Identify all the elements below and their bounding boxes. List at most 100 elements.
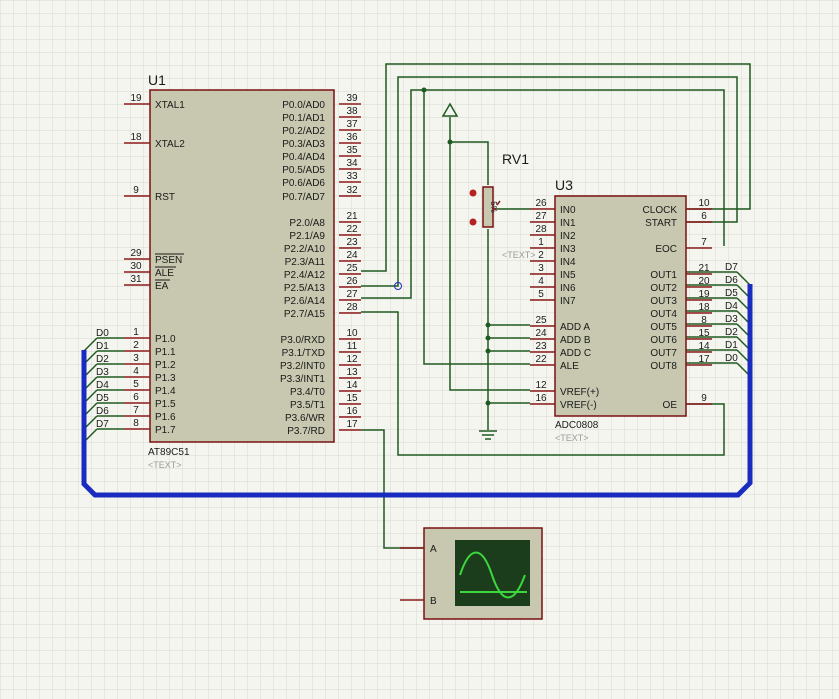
- u1-pin-5[interactable]: 5P1.4: [124, 379, 176, 397]
- u3-pin-name: OE: [663, 400, 678, 411]
- rv1-increase-button[interactable]: [469, 189, 477, 197]
- u3-pin-name: ADD B: [560, 335, 591, 346]
- rv1-body[interactable]: [482, 186, 494, 228]
- u3-pin-9[interactable]: 9OE: [663, 393, 712, 411]
- u1-pin-3[interactable]: 3P1.2: [124, 353, 176, 371]
- u1-pin-4[interactable]: 4P1.3: [124, 366, 176, 384]
- u3-pin-name: IN7: [560, 296, 576, 307]
- u3-pin-number: 27: [535, 211, 547, 222]
- u3-adc[interactable]: U3 ADC0808 <TEXT> 26IN027IN128IN21IN32IN…: [530, 177, 712, 443]
- u1-pin-name: P1.7: [155, 425, 176, 436]
- rv1-potentiometer[interactable]: RV1 5% <TEXT>: [469, 151, 536, 260]
- u1-pin-number: 33: [346, 171, 358, 182]
- u3-pin-number: 7: [701, 237, 707, 248]
- u1-pin-8[interactable]: 8P1.7: [124, 418, 176, 436]
- scope-b-label: B: [430, 596, 437, 607]
- u1-microcontroller[interactable]: U1 AT89C51 <TEXT> 19XTAL118XTAL29RST29PS…: [124, 72, 361, 470]
- u3-pin-number: 9: [701, 393, 707, 404]
- u1-pin-name: P0.2/AD2: [282, 126, 325, 137]
- u3-body[interactable]: [554, 195, 687, 417]
- power-terminal[interactable]: [441, 102, 459, 117]
- u1-pin-1[interactable]: 1P1.0: [124, 327, 176, 345]
- rv1-decrease-button[interactable]: [469, 218, 477, 226]
- u3-pin-name: OUT2: [650, 283, 677, 294]
- u1-pin-number: 12: [346, 354, 358, 365]
- bus-label-left: D0: [96, 328, 109, 339]
- oscilloscope[interactable]: A B: [400, 527, 543, 620]
- u3-pin-number: 21: [698, 263, 710, 274]
- u3-pin-name: CLOCK: [643, 205, 678, 216]
- u1-pin-6[interactable]: 6P1.5: [124, 392, 176, 410]
- u3-pin-name: OUT7: [650, 348, 677, 359]
- u3-pin-number: 4: [538, 276, 544, 287]
- ground-symbol[interactable]: [479, 430, 497, 440]
- u1-pin-name: P3.5/T1: [290, 400, 325, 411]
- u3-pin-number: 22: [535, 354, 547, 365]
- u1-body[interactable]: [149, 89, 335, 443]
- u1-pin-7[interactable]: 7P1.6: [124, 405, 176, 423]
- u1-pin-name: P0.0/AD0: [282, 100, 325, 111]
- u1-pin-name: P2.3/A11: [285, 257, 326, 268]
- u1-pin-number: 9: [133, 185, 139, 196]
- u1-pin-2[interactable]: 2P1.1: [124, 340, 176, 358]
- u1-pin-number: 7: [133, 405, 139, 416]
